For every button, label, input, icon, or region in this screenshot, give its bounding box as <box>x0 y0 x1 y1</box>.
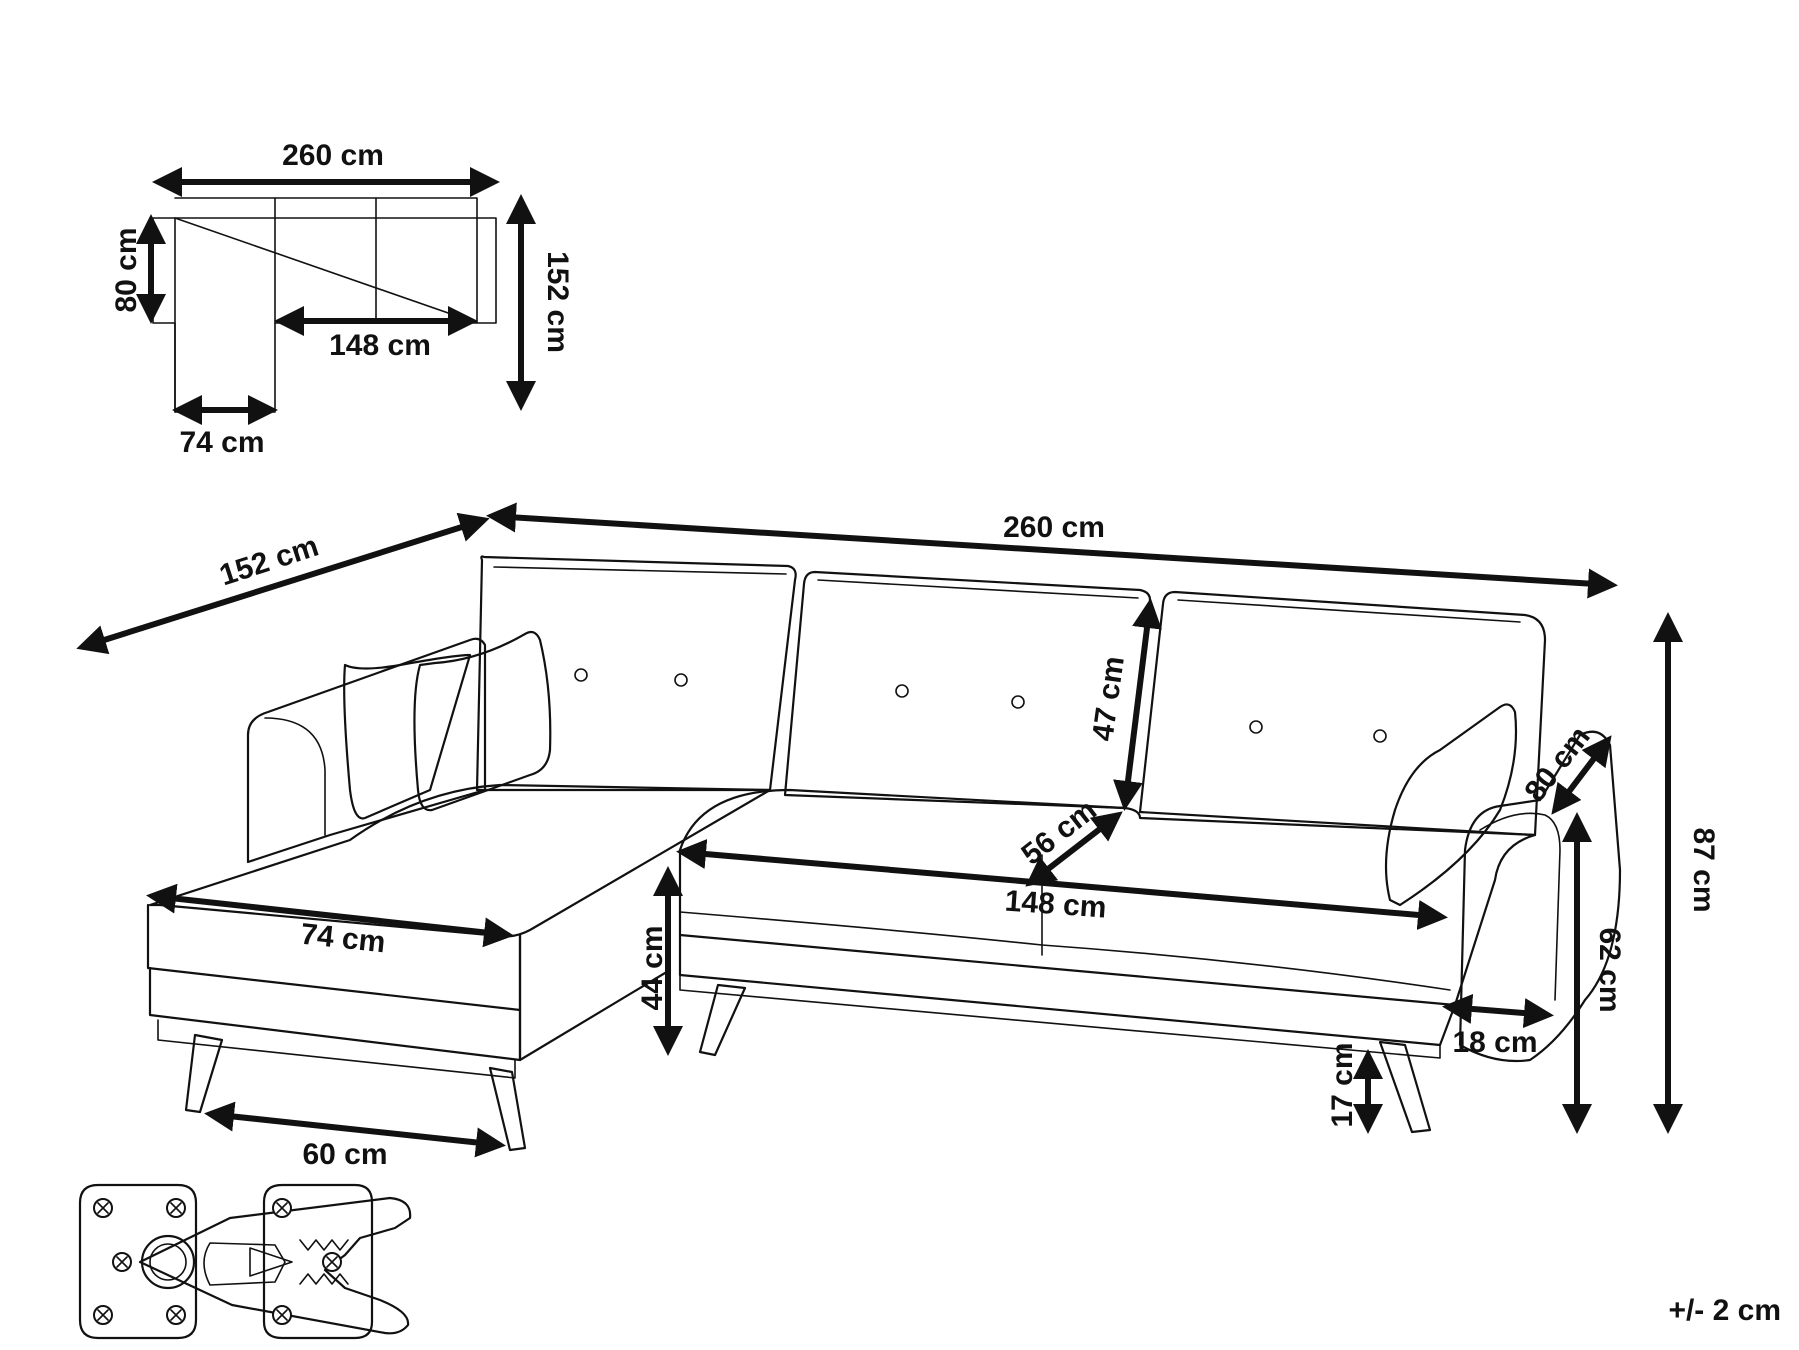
chaise-base <box>148 966 522 1062</box>
depth-label: 152 cm <box>216 530 323 593</box>
seat-height-label: 44 cm <box>636 925 669 1010</box>
back-cushion-right <box>1138 590 1547 837</box>
bracket-clip-notch <box>249 1247 293 1277</box>
bracket-socket-inner <box>149 1243 187 1281</box>
pillow-left-back <box>343 653 472 820</box>
plan-seat-depth-label: 80 cm <box>110 227 143 312</box>
chaise-side <box>518 933 672 1062</box>
leg-front-left <box>184 1033 224 1114</box>
chaise-rail <box>157 1019 516 1079</box>
back-cushion-left-seam <box>493 566 787 575</box>
bracket-plate-left <box>78 1183 198 1340</box>
chaise-width-arrow <box>146 883 514 948</box>
total-height-label: 87 cm <box>1687 827 1720 912</box>
width-label: 260 cm <box>1003 511 1105 544</box>
screw-crosses <box>97 1202 338 1321</box>
seat-width-label: 148 cm <box>1004 885 1108 925</box>
left-armrest-curve <box>264 717 326 836</box>
right-armrest <box>1458 730 1622 1063</box>
arm-width-label: 18 cm <box>1452 1026 1537 1059</box>
leg-front-main-left <box>698 983 747 1057</box>
arm-depth-arrow <box>1551 735 1612 815</box>
plan-width-label: 260 cm <box>282 139 384 172</box>
leg-front-main-right <box>1378 1040 1432 1134</box>
arm-height-label: 62 cm <box>1593 927 1626 1012</box>
plan-view: 260 cm 152 cm 80 cm 148 cm 74 cm <box>110 139 574 459</box>
chaise-seat <box>148 783 772 938</box>
seat-front-edge <box>679 911 1451 991</box>
tufting-button <box>895 684 909 698</box>
seat-front-panel <box>678 933 1457 1047</box>
tolerance-note: +/- 2 cm <box>1668 1294 1781 1327</box>
leg-span-label: 60 cm <box>302 1138 387 1171</box>
leg-front-chaise <box>488 1066 527 1152</box>
main-seat-cushion <box>678 788 1537 1007</box>
arm-depth-label: 80 cm <box>1518 720 1596 807</box>
back-height-label: 47 cm <box>1086 654 1131 743</box>
bracket-plate-right <box>262 1183 374 1340</box>
tufting-button <box>1011 695 1025 709</box>
back-cushion-right-seam <box>1177 599 1521 623</box>
depth-arrow <box>76 512 490 655</box>
sofa-drawing <box>146 555 1622 1152</box>
bracket-arm <box>138 1196 412 1335</box>
tufting-button <box>1373 729 1387 743</box>
tufting-buttons <box>574 668 1387 743</box>
tufting-button <box>674 673 688 687</box>
bracket-teeth <box>299 1239 349 1285</box>
pillow-left-front <box>413 630 552 812</box>
tufting-button <box>574 668 588 682</box>
plan-depth-label: 152 cm <box>541 251 574 353</box>
plan-outline <box>152 197 497 413</box>
screw-set <box>93 1198 342 1325</box>
arm-width-arrow <box>1442 993 1554 1029</box>
back-cushion-middle-seam <box>817 579 1139 599</box>
seat-width-arrow <box>676 839 1448 930</box>
back-cushion-left <box>475 555 797 792</box>
width-arrow <box>486 502 1618 599</box>
tufting-button <box>1249 720 1263 734</box>
bracket-socket <box>140 1234 196 1290</box>
leg-span-arrow <box>204 1101 506 1158</box>
leg-height-label: 17 cm <box>1326 1042 1359 1127</box>
plan-chaise-width-label: 74 cm <box>179 426 264 459</box>
bracket-clip <box>203 1242 286 1286</box>
plan-seat-width-label: 148 cm <box>329 329 431 362</box>
back-height-arrow <box>1113 598 1162 811</box>
right-armrest-front <box>1479 812 1561 1001</box>
pillow-right <box>1384 703 1518 907</box>
sofa-dimensions: 152 cm 260 cm 47 cm 56 cm 148 cm 74 cm 4… <box>76 502 1720 1171</box>
leg-bracket-detail <box>78 1183 412 1340</box>
